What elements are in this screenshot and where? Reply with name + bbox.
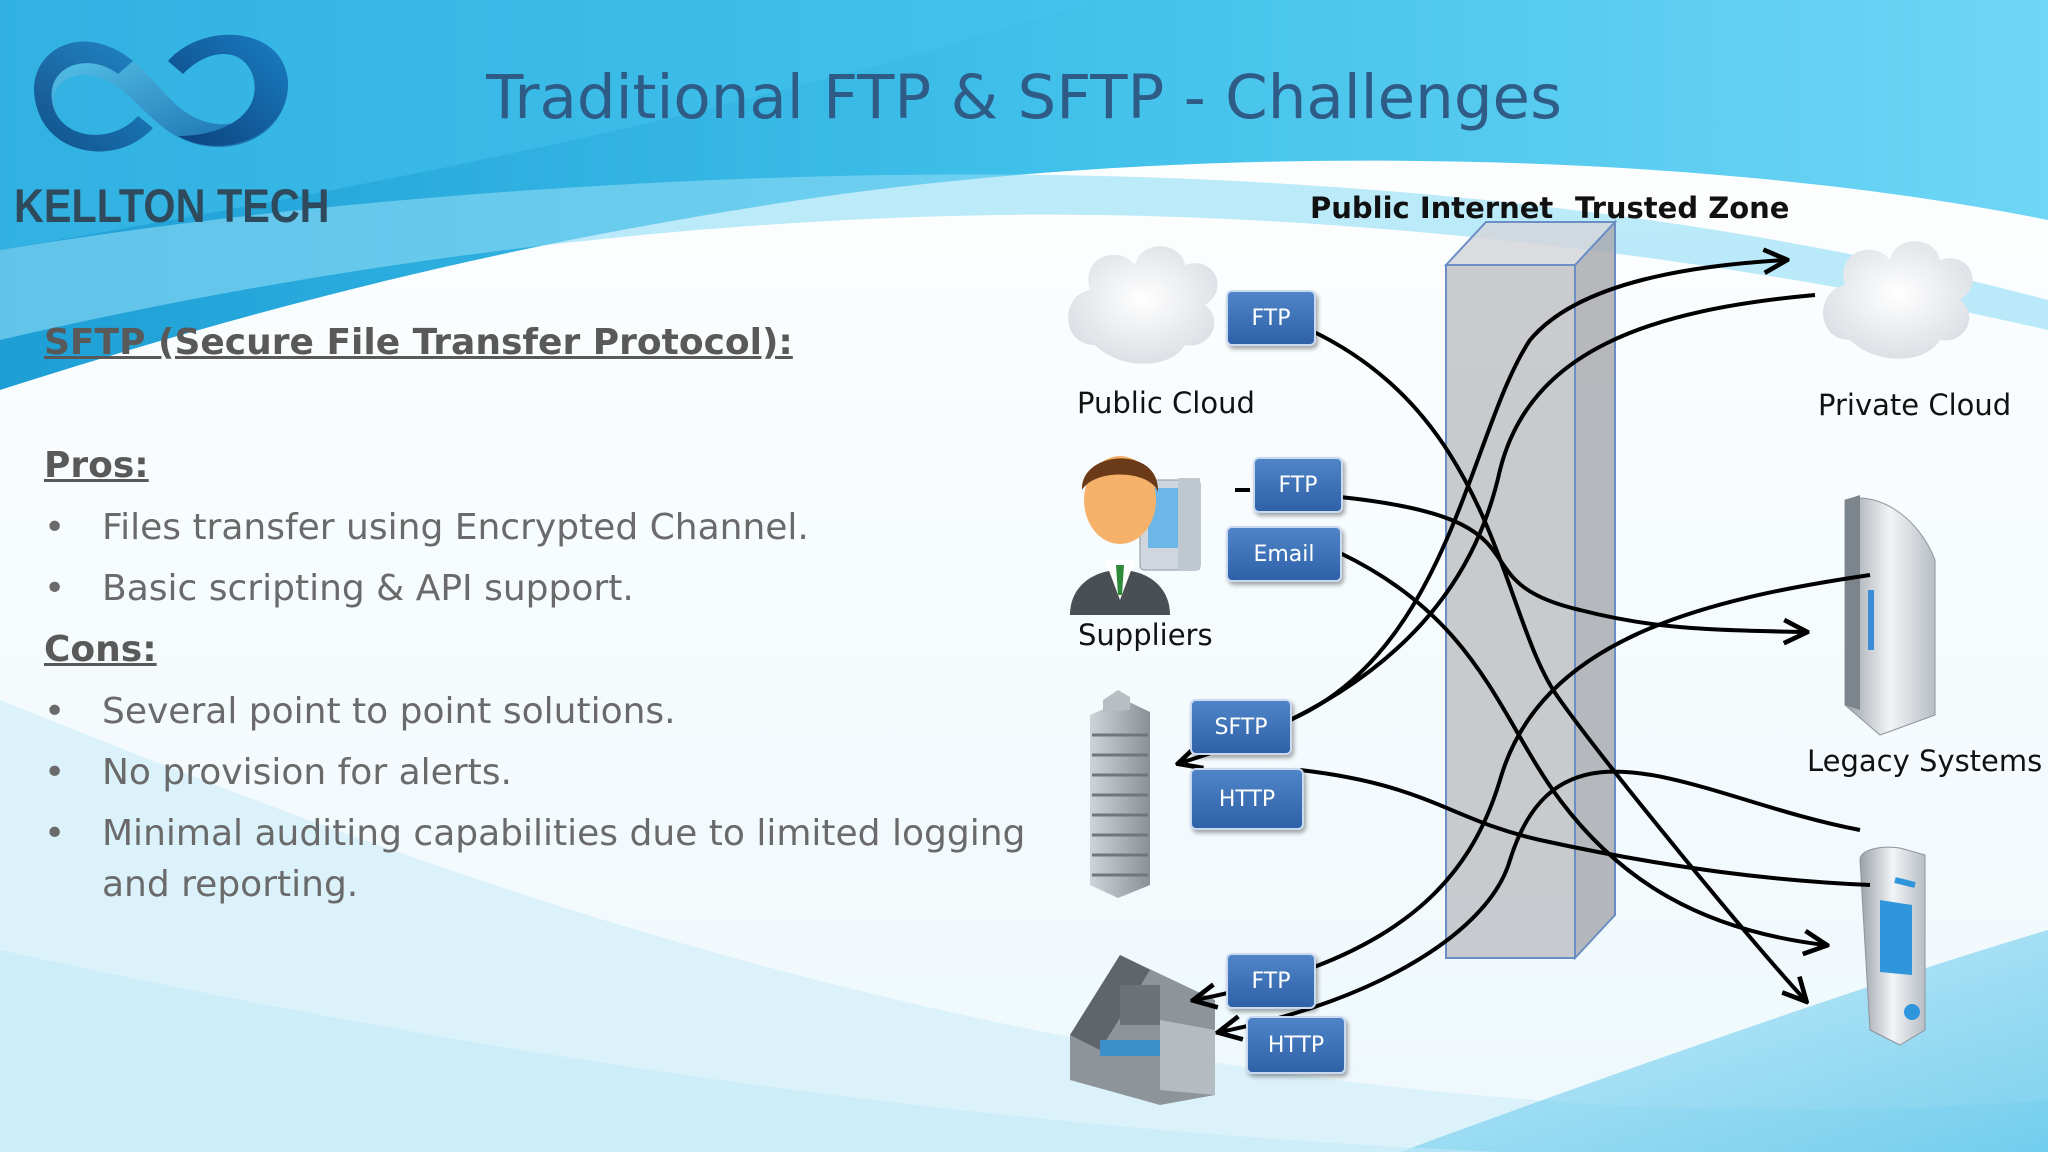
bullet-icon: •	[44, 813, 66, 854]
server-tower-icon	[1859, 846, 1926, 1046]
flow-sftp-to-private-cloud	[1289, 260, 1785, 722]
firewall-block	[1443, 219, 1618, 961]
flow-supplier-ftp-to-legacy	[1339, 495, 1805, 632]
con-text: No provision for alerts.	[102, 752, 512, 793]
private-cloud-icon	[1823, 241, 1973, 359]
office-building-icon	[1090, 690, 1150, 898]
suppliers-label: Suppliers	[1078, 618, 1213, 652]
zone-label-trusted-zone: Trusted Zone	[1575, 191, 1790, 225]
protocol-badge-ftp: FTP	[1226, 290, 1316, 346]
bullet-icon: •	[44, 568, 66, 609]
flow-legacy-to-factory-ftp	[1195, 573, 1871, 1000]
supplier-person-icon	[1070, 456, 1201, 615]
flow-server-to-factory-http	[1220, 769, 1861, 1032]
public-cloud-icon	[1068, 246, 1218, 364]
cons-label: Cons:	[44, 629, 157, 670]
kellton-logo-icon	[34, 34, 289, 152]
private-cloud-label: Private Cloud	[1818, 388, 2012, 422]
legacy-server-icon	[1844, 495, 1936, 736]
factory-icon	[1070, 955, 1215, 1105]
brand-name: KELLTON TECH	[14, 179, 330, 232]
protocol-badge-sftp: SFTP	[1190, 699, 1292, 755]
pro-text: Files transfer using Encrypted Channel.	[102, 507, 809, 548]
public-cloud-label: Public Cloud	[1077, 386, 1255, 420]
flow-supplier-email-to-server	[1339, 551, 1825, 945]
section-heading: SFTP (Secure File Transfer Protocol):	[44, 322, 793, 363]
pros-label: Pros:	[44, 445, 149, 486]
protocol-badge-http: HTTP	[1190, 768, 1304, 830]
protocol-badge-email: Email	[1226, 526, 1342, 582]
zone-label-public-internet: Public Internet	[1310, 191, 1554, 225]
con-text: Minimal auditing capabilities due to lim…	[102, 813, 1026, 905]
protocol-badge-ftp: FTP	[1226, 953, 1316, 1009]
slide-title: Traditional FTP & SFTP - Challenges	[486, 62, 1562, 133]
protocol-badge-http: HTTP	[1246, 1016, 1346, 1074]
legacy-systems-label: Legacy Systems	[1807, 744, 2043, 778]
bullet-icon: •	[44, 691, 66, 732]
flow-public-cloud-to-legacy	[1309, 328, 1805, 1000]
protocol-badge-ftp: FTP	[1253, 457, 1343, 513]
pro-text: Basic scripting & API support.	[102, 568, 634, 609]
flow-private-cloud-to-building	[1180, 293, 1816, 763]
con-text: Several point to point solutions.	[102, 691, 676, 732]
bullet-icon: •	[44, 752, 66, 793]
flow-http-to-server	[1299, 768, 1871, 887]
bullet-icon: •	[44, 507, 66, 548]
